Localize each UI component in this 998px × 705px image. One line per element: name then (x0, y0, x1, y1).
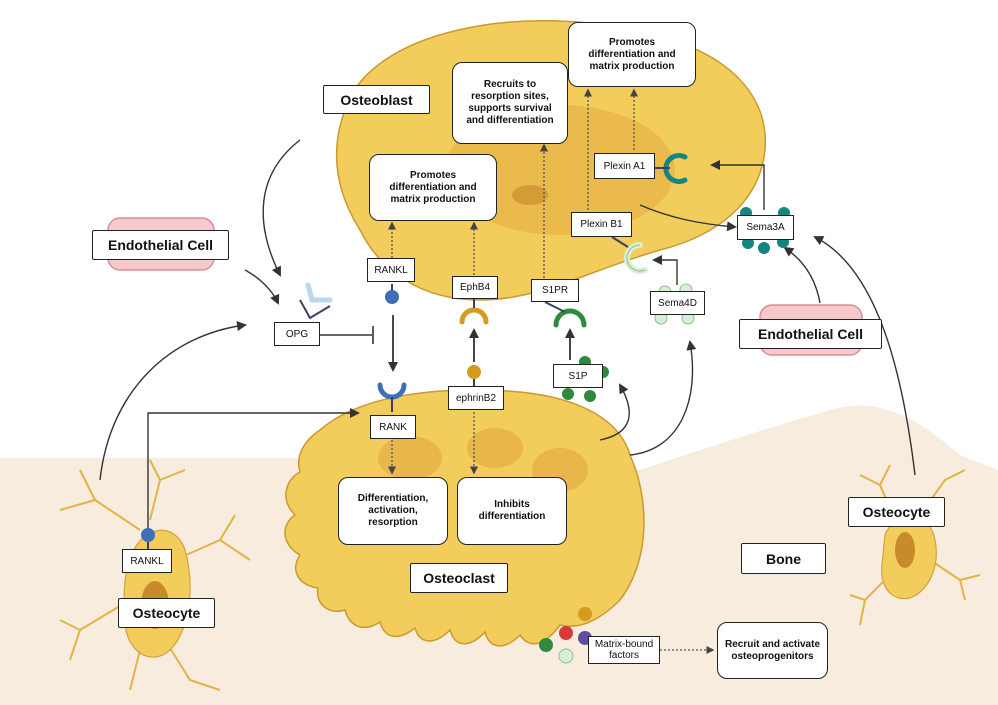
endothelial-cell-left-title: Endothelial Cell (92, 230, 229, 260)
opg-receptor (299, 282, 333, 320)
ephrinb2-label: ephrinB2 (448, 386, 504, 410)
arrow-osteoblast-to-opg (262, 139, 301, 277)
osteocyte-right-title: Osteocyte (848, 497, 945, 527)
arrow-endothelial-to-opg (244, 269, 280, 305)
osteoclast-nucleus-1 (378, 436, 442, 480)
opg-label: OPG (274, 322, 320, 346)
plexina1-label: Plexin A1 (594, 153, 655, 179)
sema3a-label: Sema3A (737, 215, 794, 240)
arrow-osteoclast-to-s1p (599, 383, 630, 441)
osteocyte-left-title: Osteocyte (118, 598, 215, 628)
arrow-sema4d-to-plexinb1 (652, 255, 678, 285)
rankl-osteoblast-label: RANKL (367, 258, 415, 282)
plexinb1-stem (611, 236, 629, 248)
opg-inhibition (320, 326, 374, 344)
plexinb1-outline (626, 244, 646, 272)
effect-box-plexin: Promotes differentiation and matrix prod… (568, 22, 696, 87)
ephb4-label: EphB4 (452, 276, 498, 299)
arrow-osteoblast-to-sema3a (639, 204, 737, 232)
effect-box-matrix: Recruit and activate osteoprogenitors (717, 622, 828, 679)
bone-title: Bone (741, 543, 826, 574)
rankl-osteocyte-ligand (141, 528, 155, 542)
s1p-label: S1P (553, 364, 603, 388)
effect-box-rank: Differentiation, activation, resorption (338, 477, 448, 545)
plexinb1-label: Plexin B1 (571, 212, 632, 237)
effect-box-s1pr: Recruits to resorption sites, supports s… (452, 62, 568, 144)
ephb4-receptor (459, 307, 489, 325)
matrix-bound-label: Matrix-bound factors (588, 636, 660, 664)
osteoblast-nucleolus (512, 185, 548, 205)
rankl-osteocyte-label: RANKL (122, 549, 172, 573)
osteocyte-right-nucleus (895, 532, 915, 568)
rankl-osteoblast-ligand (385, 290, 399, 304)
osteoclast-nucleus-2 (467, 428, 523, 468)
osteoclast-title: Osteoclast (410, 563, 508, 593)
effect-box-rankl-osteoblast: Promotes differentiation and matrix prod… (369, 154, 497, 221)
arrow-sema3a-to-plexina1 (710, 160, 765, 210)
s1pr-stem (544, 301, 566, 313)
arrow-osteocyte-rankl-to-rank (147, 408, 360, 535)
endothelial-cell-right-title: Endothelial Cell (739, 319, 882, 349)
ephrinb2-ligand (467, 365, 481, 379)
s1pr-receptor (553, 308, 587, 328)
s1pr-label: S1PR (531, 279, 579, 302)
osteocyte-left-cell (59, 459, 251, 691)
rank-label: RANK (370, 415, 416, 439)
effect-box-ephrinb2: Inhibits differentiation (457, 477, 567, 545)
arrow-osteocyte-to-opg (99, 321, 247, 481)
arrow-endothelial-to-sema3a (783, 246, 821, 304)
arrow-osteoclast-to-sema4d (629, 340, 697, 456)
osteoblast-title: Osteoblast (323, 85, 430, 114)
sema4d-label: Sema4D (650, 291, 705, 315)
rank-receptor (377, 382, 407, 400)
